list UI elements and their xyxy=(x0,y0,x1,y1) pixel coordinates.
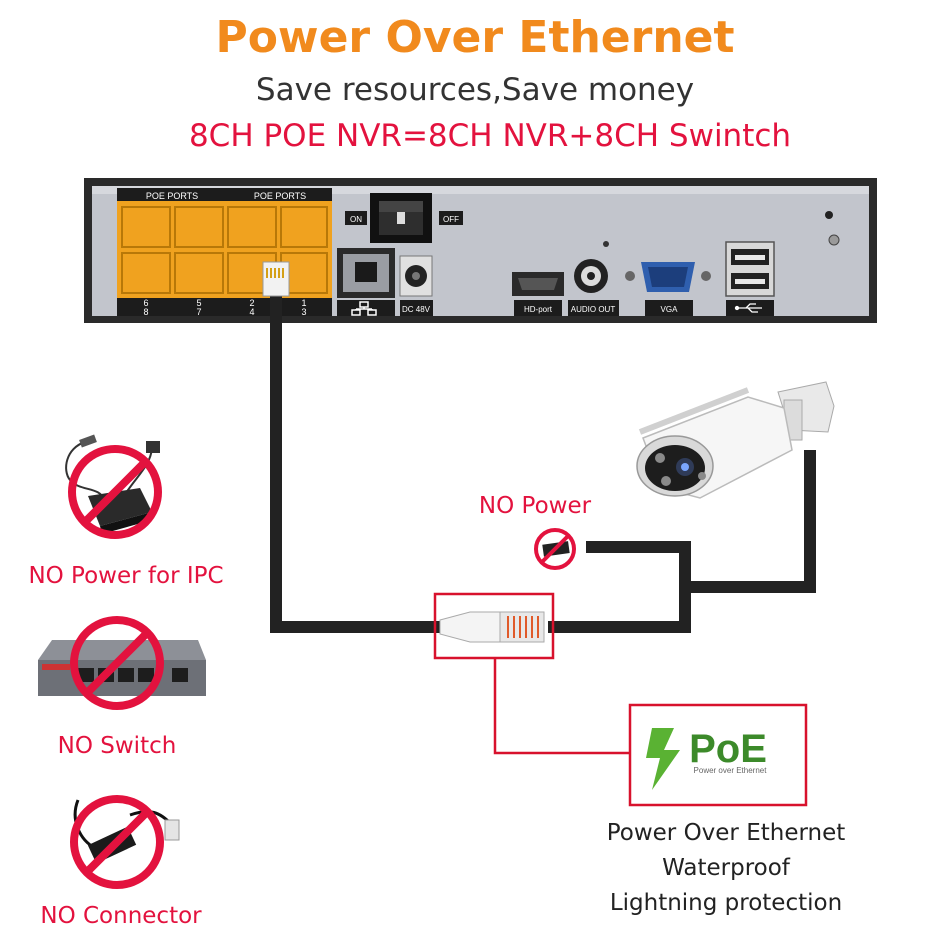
camera-icon xyxy=(636,381,835,499)
left-item-label: NO Connector xyxy=(40,903,202,929)
rj45-plug xyxy=(262,261,290,297)
no-power-label: NO Power xyxy=(478,493,592,519)
prohibited-icon xyxy=(70,795,164,889)
lightning-icon xyxy=(646,728,680,790)
prohibited-icon xyxy=(70,616,164,710)
nvr-back-panel: POE PORTS POE PORTS 6 5 2 1 8 7 4 3 xyxy=(84,178,877,323)
poe-ports-label-right: POE PORTS xyxy=(254,191,306,201)
port-number: 7 xyxy=(196,307,201,317)
port-number: 6 xyxy=(143,298,148,308)
network-cable xyxy=(270,296,816,633)
no-power-sign xyxy=(534,528,576,570)
prohibited-icon xyxy=(68,445,162,539)
poe-port-block xyxy=(117,201,332,298)
feature-item: Lightning protection xyxy=(609,890,843,916)
feature-item: Power Over Ethernet xyxy=(606,820,846,846)
dc-power-label: DC 48V xyxy=(402,305,431,314)
switch-on-label: ON xyxy=(350,215,362,224)
port-number: 1 xyxy=(301,298,306,308)
port-number: 4 xyxy=(249,307,254,317)
network-icon xyxy=(351,301,377,316)
feature-item: Waterproof xyxy=(662,855,790,881)
poe-connector xyxy=(433,592,555,660)
usb-icon xyxy=(734,303,762,313)
poe-ports-label-left: POE PORTS xyxy=(146,191,198,201)
page-title: Power Over Ethernet xyxy=(215,12,735,63)
features-list: Power Over Ethernet Waterproof Lightning… xyxy=(586,816,866,921)
left-item-label: NO Power for IPC xyxy=(28,563,224,589)
poe-logo-subtext: Power over Ethernet xyxy=(694,766,768,775)
callout-line xyxy=(493,658,630,755)
port-number: 8 xyxy=(143,307,148,317)
port-number: 5 xyxy=(196,298,201,308)
network-switch-icon xyxy=(38,640,206,696)
port-number: 3 xyxy=(301,307,306,317)
page-tagline: 8CH POE NVR=8CH NVR+8CH Swintch xyxy=(188,118,792,154)
switch-off-label: OFF xyxy=(443,215,459,224)
port-number: 2 xyxy=(249,298,254,308)
hdmi-label: HD-port xyxy=(524,305,553,314)
page-subtitle: Save resources,Save money xyxy=(255,72,695,108)
audio-out-label: AUDIO OUT xyxy=(571,305,616,314)
vga-label: VGA xyxy=(661,305,679,314)
poe-logo-text: PoE xyxy=(689,727,767,771)
poe-logo-box: PoE Power over Ethernet xyxy=(628,703,808,807)
left-item-label: NO Switch xyxy=(57,733,177,759)
